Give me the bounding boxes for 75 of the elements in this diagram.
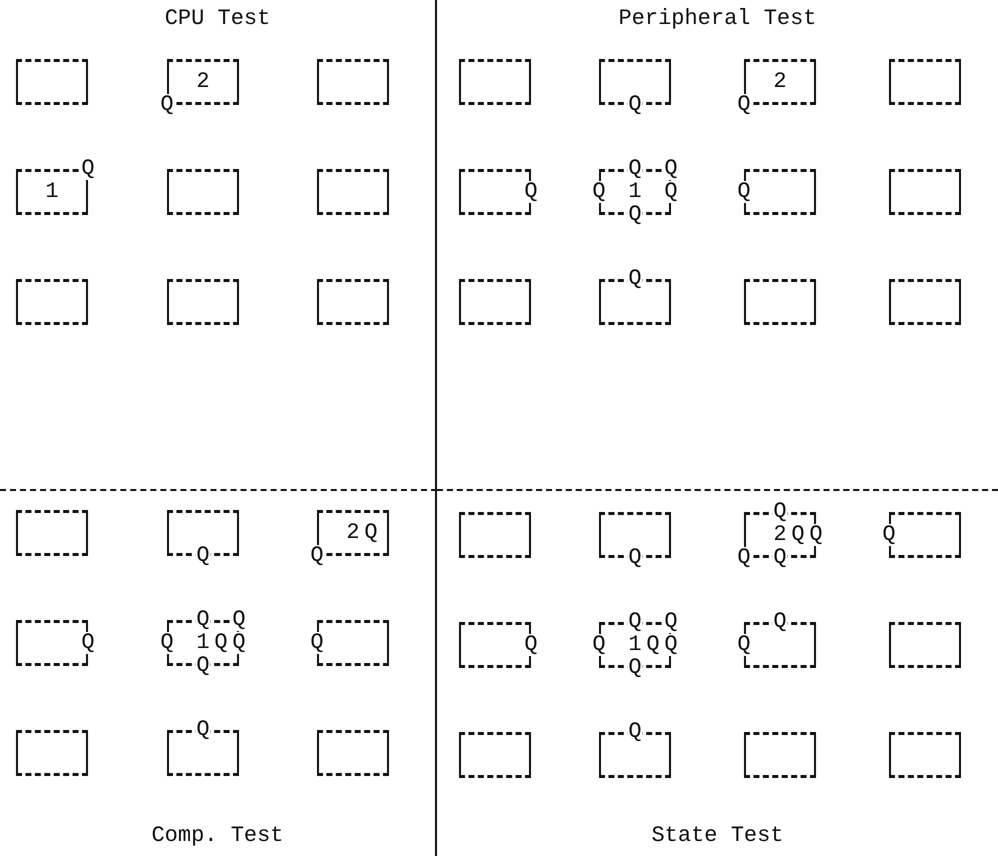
- grid-square: [459, 732, 531, 778]
- grid-square: [889, 622, 961, 668]
- letter-mark: Q: [231, 609, 247, 631]
- letter-mark: Q: [523, 181, 539, 203]
- letter-mark: Q: [159, 94, 175, 116]
- letter-mark: Q: [663, 181, 679, 203]
- grid-square: [167, 169, 239, 215]
- letter-mark: Q: [736, 547, 752, 569]
- letter-mark: Q: [363, 522, 379, 544]
- letter-mark: Q: [195, 545, 211, 567]
- number-label: 2: [773, 524, 787, 546]
- grid-square: [744, 279, 816, 325]
- letter-mark: Q: [523, 634, 539, 656]
- letter-mark: Q: [309, 632, 325, 654]
- grid-square: [16, 510, 88, 556]
- number-label: 1: [196, 632, 210, 654]
- grid-square: [16, 730, 88, 776]
- grid-square: [889, 279, 961, 325]
- letter-mark: Q: [627, 611, 643, 633]
- number-label: 1: [628, 181, 642, 203]
- grid-square: [889, 169, 961, 215]
- grid-square: [317, 169, 389, 215]
- letter-mark: Q: [736, 94, 752, 116]
- letter-mark: Q: [627, 721, 643, 743]
- panel-title: State Test: [650, 823, 785, 848]
- grid-square: [459, 279, 531, 325]
- letter-mark: Q: [627, 94, 643, 116]
- letter-mark: Q: [591, 634, 607, 656]
- panel-title: Peripheral Test: [617, 6, 818, 31]
- grid-square: [167, 279, 239, 325]
- letter-mark: Q: [808, 524, 824, 546]
- grid-square: [317, 279, 389, 325]
- number-label: 1: [628, 634, 642, 656]
- grid-square: [317, 59, 389, 105]
- grid-square: [889, 59, 961, 105]
- letter-mark: Q: [80, 632, 96, 654]
- letter-mark: Q: [627, 268, 643, 290]
- letter-mark: Q: [772, 611, 788, 633]
- letter-mark: Q: [195, 655, 211, 677]
- number-label: 2: [773, 71, 787, 93]
- letter-mark: Q: [645, 634, 661, 656]
- letter-mark: Q: [627, 547, 643, 569]
- letter-mark: Q: [772, 547, 788, 569]
- number-label: 2: [346, 522, 360, 544]
- letter-mark: Q: [627, 657, 643, 679]
- letter-mark: Q: [195, 719, 211, 741]
- letter-mark: Q: [195, 609, 211, 631]
- letter-mark: Q: [736, 634, 752, 656]
- letter-mark: Q: [80, 158, 96, 180]
- grid-square: [317, 730, 389, 776]
- panel-title: CPU Test: [164, 6, 272, 31]
- letter-mark: Q: [159, 632, 175, 654]
- letter-mark: Q: [736, 181, 752, 203]
- panel-title: Comp. Test: [150, 823, 285, 848]
- letter-mark: Q: [790, 524, 806, 546]
- letter-mark: Q: [591, 181, 607, 203]
- letter-mark: Q: [309, 545, 325, 567]
- grid-square: [889, 732, 961, 778]
- grid-square: [459, 512, 531, 558]
- number-label: 2: [196, 71, 210, 93]
- letter-mark: Q: [627, 204, 643, 226]
- letter-mark: Q: [231, 632, 247, 654]
- letter-mark: Q: [627, 158, 643, 180]
- letter-mark: Q: [881, 524, 897, 546]
- grid-square: [459, 59, 531, 105]
- grid-square: [16, 279, 88, 325]
- letter-mark: Q: [213, 632, 229, 654]
- letter-mark: Q: [663, 611, 679, 633]
- letter-mark: Q: [772, 501, 788, 523]
- letter-mark: Q: [663, 634, 679, 656]
- grid-square: [16, 59, 88, 105]
- test-panel: [0, 0, 437, 491]
- grid-square: [744, 732, 816, 778]
- number-label: 1: [45, 181, 59, 203]
- letter-mark: Q: [663, 158, 679, 180]
